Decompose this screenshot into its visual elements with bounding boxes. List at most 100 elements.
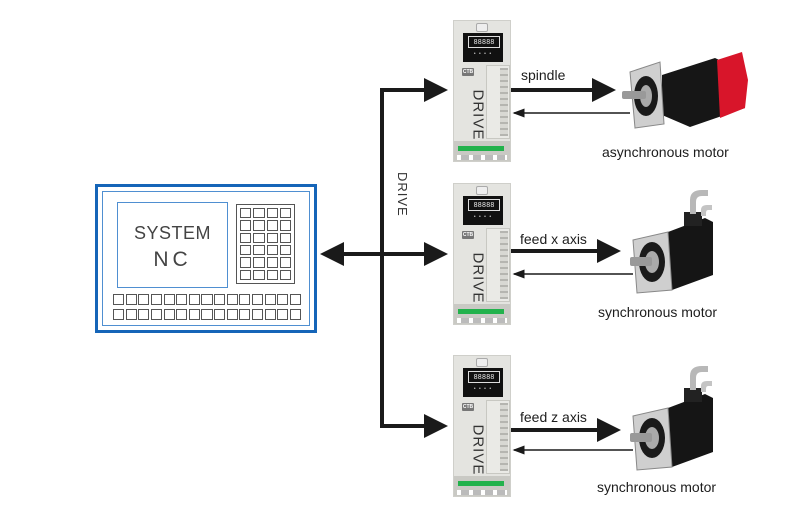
panel-key bbox=[113, 294, 125, 305]
drive-leds: • • • • bbox=[473, 386, 493, 392]
keypad-key bbox=[240, 232, 252, 243]
drive-digits: 88888 bbox=[468, 371, 500, 383]
mount-hook bbox=[476, 23, 488, 32]
green-terminal bbox=[458, 481, 504, 486]
connector-screws bbox=[457, 155, 507, 160]
panel-key bbox=[176, 309, 188, 320]
keypad-key bbox=[266, 269, 278, 280]
green-terminal bbox=[458, 309, 504, 314]
panel-key bbox=[277, 294, 289, 305]
connector-screws bbox=[457, 490, 507, 495]
nc-key-row-1 bbox=[113, 294, 301, 305]
panel-key bbox=[214, 294, 226, 305]
keypad-key bbox=[253, 220, 265, 231]
panel-key bbox=[239, 294, 251, 305]
panel-key bbox=[226, 309, 238, 320]
panel-key bbox=[125, 309, 137, 320]
signal-label-feed-z: feed z axis bbox=[520, 409, 587, 425]
panel-key bbox=[150, 294, 163, 305]
mount-hook bbox=[476, 186, 488, 195]
panel-key bbox=[277, 309, 289, 320]
nc-system-panel: SYSTEM NC bbox=[95, 184, 317, 333]
nc-keypad bbox=[236, 204, 295, 284]
terminal-strip bbox=[500, 68, 508, 136]
panel-key bbox=[138, 294, 150, 305]
bus-label: DRIVE bbox=[395, 172, 410, 217]
drive-terminal-block bbox=[486, 400, 510, 474]
drive-label: DRIVE bbox=[469, 89, 487, 141]
panel-key bbox=[289, 309, 301, 320]
keypad-key bbox=[240, 208, 252, 219]
keypad-key bbox=[266, 232, 278, 243]
drive-leds: • • • • bbox=[473, 214, 493, 220]
drive-display: 88888 • • • • bbox=[463, 368, 503, 397]
panel-key bbox=[150, 309, 163, 320]
panel-key bbox=[264, 309, 276, 320]
keypad-key bbox=[279, 232, 291, 243]
terminal-strip bbox=[500, 231, 508, 299]
servo-motor-z-icon bbox=[630, 366, 713, 471]
drive-brand: CTB bbox=[462, 403, 474, 411]
keypad-key bbox=[253, 208, 265, 219]
panel-key bbox=[138, 309, 150, 320]
drive-terminal-block bbox=[486, 65, 510, 139]
keypad-key bbox=[266, 244, 278, 256]
drive-brand: CTB bbox=[462, 68, 474, 76]
green-terminal bbox=[458, 146, 504, 151]
terminal-strip bbox=[500, 403, 508, 471]
drive-display: 88888 • • • • bbox=[463, 33, 503, 62]
nc-screen-line1: SYSTEM bbox=[133, 223, 211, 243]
keypad-key bbox=[279, 244, 291, 256]
panel-key bbox=[251, 309, 264, 320]
panel-key bbox=[125, 294, 137, 305]
keypad-key bbox=[279, 269, 291, 280]
keypad-key bbox=[266, 208, 278, 219]
servo-motor-x-icon bbox=[630, 190, 713, 294]
panel-key bbox=[163, 309, 175, 320]
keypad-key bbox=[266, 220, 278, 231]
drive-unit-feed-x: 88888 • • • • CTB DRIVE bbox=[453, 183, 511, 325]
signal-label-spindle: spindle bbox=[521, 67, 566, 83]
motor-label-feed-z: synchronous motor bbox=[597, 479, 717, 495]
drive-digits: 88888 bbox=[468, 199, 500, 211]
panel-key bbox=[113, 309, 125, 320]
keypad-key bbox=[266, 257, 278, 268]
panel-key bbox=[226, 294, 238, 305]
nc-screen: SYSTEM NC bbox=[117, 202, 228, 288]
keypad-key bbox=[279, 208, 291, 219]
keypad-key bbox=[240, 269, 252, 280]
panel-key bbox=[201, 309, 213, 320]
drive-power-connector bbox=[454, 304, 510, 324]
panel-key bbox=[188, 294, 200, 305]
drive-unit-spindle: 88888 • • • • CTB DRIVE bbox=[453, 20, 511, 162]
panel-key bbox=[289, 294, 301, 305]
panel-key bbox=[201, 294, 213, 305]
nc-screen-line2: NC bbox=[153, 248, 192, 271]
keypad-key bbox=[279, 220, 291, 231]
drive-digits: 88888 bbox=[468, 36, 500, 48]
keypad-key bbox=[240, 220, 252, 231]
panel-key bbox=[214, 309, 226, 320]
drive-power-connector bbox=[454, 141, 510, 161]
panel-key bbox=[176, 294, 188, 305]
panel-key bbox=[239, 309, 251, 320]
drive-label: DRIVE bbox=[469, 424, 487, 476]
motor-label-feed-x: synchronous motor bbox=[598, 304, 718, 320]
nc-panel-inner-frame: SYSTEM NC bbox=[102, 191, 310, 326]
keypad-key bbox=[240, 244, 252, 256]
keypad-key bbox=[279, 257, 291, 268]
keypad-key bbox=[253, 257, 265, 268]
drive-label: DRIVE bbox=[469, 252, 487, 304]
keypad-key bbox=[253, 232, 265, 243]
drive-leds: • • • • bbox=[473, 51, 493, 57]
panel-key bbox=[251, 294, 264, 305]
motor-label-spindle: asynchronous motor bbox=[602, 144, 729, 160]
panel-key bbox=[163, 294, 175, 305]
nc-key-row-2 bbox=[113, 309, 301, 320]
signal-label-feed-x: feed x axis bbox=[520, 231, 587, 247]
drive-display: 88888 • • • • bbox=[463, 196, 503, 225]
panel-key bbox=[188, 309, 200, 320]
mount-hook bbox=[476, 358, 488, 367]
drive-terminal-block bbox=[486, 228, 510, 302]
